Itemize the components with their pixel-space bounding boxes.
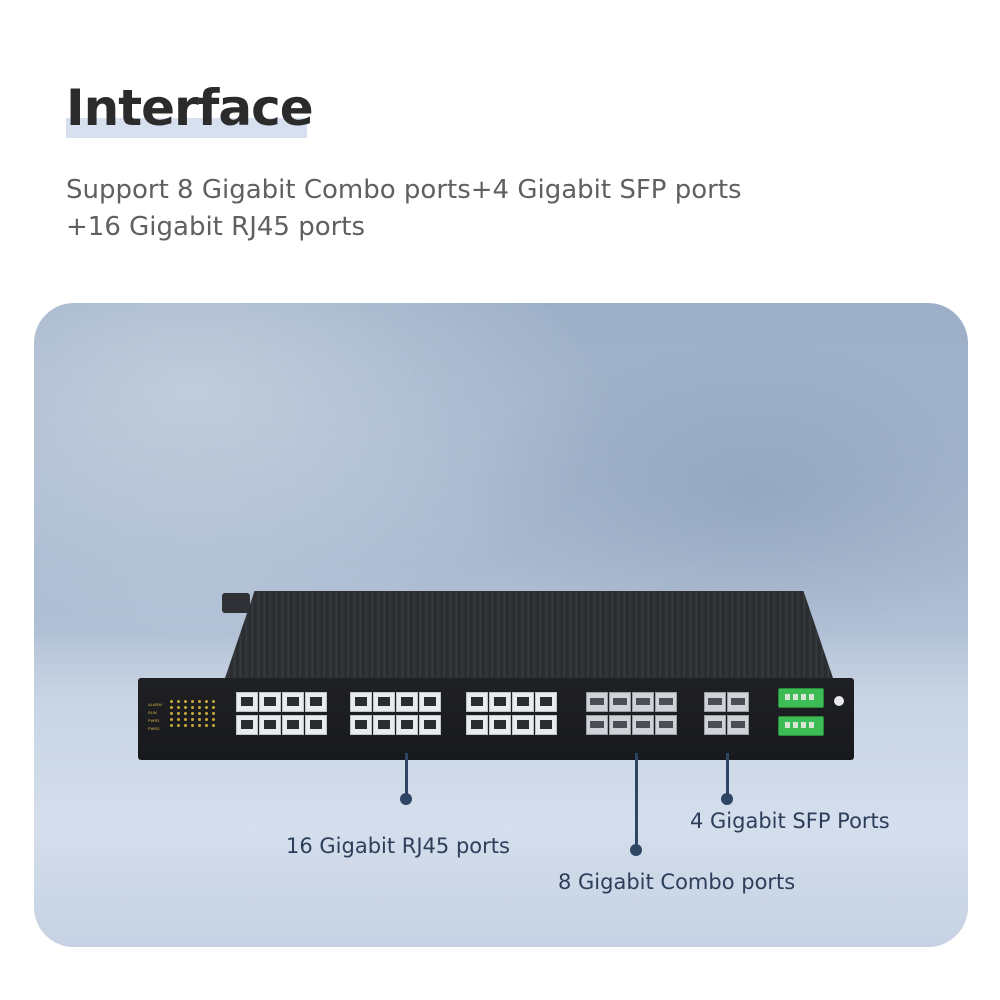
callout-line-rj45 xyxy=(405,753,408,799)
led-label-alarm: ALARM xyxy=(148,702,162,707)
rj45-port-group-1 xyxy=(236,692,327,735)
combo-rj45-port-group xyxy=(466,692,557,735)
led-label-pwr1: PWR1 xyxy=(148,718,160,723)
led-label-run: RUN xyxy=(148,710,157,715)
subtitle-line-2: +16 Gigabit RJ45 ports xyxy=(66,212,366,242)
rj45-port-group-2 xyxy=(350,692,441,735)
callout-label-combo: 8 Gigabit Combo ports xyxy=(558,870,796,894)
callout-line-combo xyxy=(635,753,638,849)
led-grid xyxy=(170,700,215,730)
power-terminal-block xyxy=(778,716,824,736)
network-switch: ALARM RUN PWR1 PWR2 xyxy=(34,303,968,947)
switch-chassis-top xyxy=(224,591,834,681)
led-label-pwr2: PWR2 xyxy=(148,726,160,731)
reset-button xyxy=(834,696,844,706)
combo-sfp-port-group xyxy=(586,692,677,735)
sfp-port-group xyxy=(704,692,749,735)
callout-line-sfp xyxy=(726,753,729,799)
callout-label-rj45: 16 Gigabit RJ45 ports xyxy=(286,834,510,858)
product-photo: ALARM RUN PWR1 PWR2 xyxy=(34,303,968,947)
page-subtitle: Support 8 Gigabit Combo ports+4 Gigabit … xyxy=(66,172,742,246)
title-underline-highlight xyxy=(66,118,307,138)
rack-ear-left xyxy=(222,593,250,613)
callout-dot-combo xyxy=(630,844,642,856)
switch-front-panel: ALARM RUN PWR1 PWR2 xyxy=(138,678,854,760)
callout-dot-sfp xyxy=(721,793,733,805)
subtitle-line-1: Support 8 Gigabit Combo ports+4 Gigabit … xyxy=(66,175,742,205)
led-indicator-panel: ALARM RUN PWR1 PWR2 xyxy=(148,694,232,744)
alarm-terminal-block xyxy=(778,688,824,708)
page-title: Interface xyxy=(66,79,314,137)
callout-dot-rj45 xyxy=(400,793,412,805)
callout-label-sfp: 4 Gigabit SFP Ports xyxy=(690,809,890,833)
